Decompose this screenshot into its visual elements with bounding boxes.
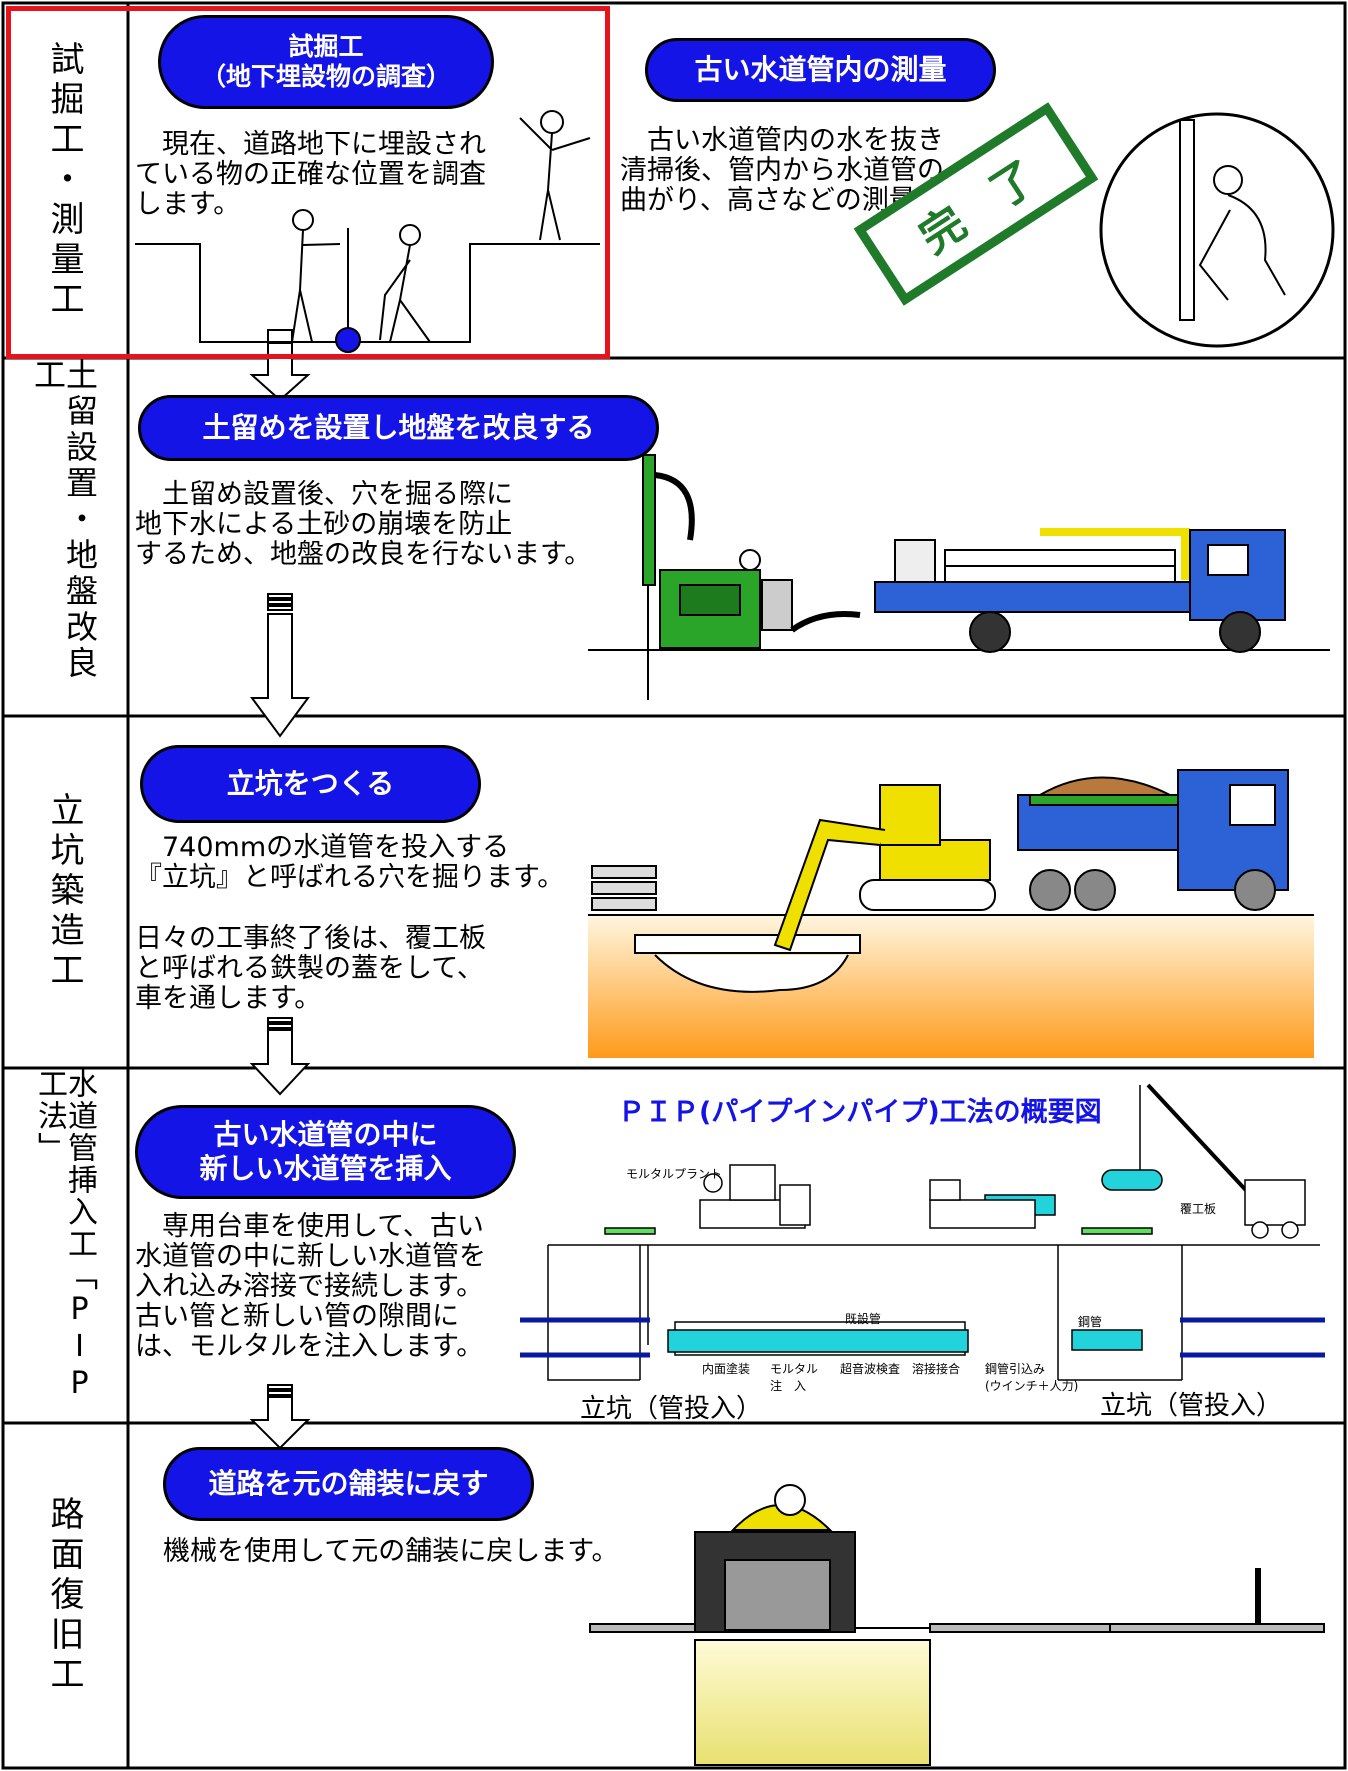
label-mortar-injection: モルタル 注 入	[770, 1362, 819, 1393]
step3-description-2: 日々の工事終了後は、覆工板 と呼ばれる鉄製の蓋をして、 車を通します。	[135, 923, 486, 1014]
step3-description-1: 740mmの水道管を投入する 『立坑』と呼ばれる穴を掘ります。	[135, 832, 565, 893]
label-ultrasonic: 超音波検査	[840, 1362, 901, 1376]
ground-improvement-machine	[588, 454, 1330, 700]
label-existing-pipe: 既設管	[845, 1312, 882, 1326]
step5-description: 機械を使用して元の舗装に戻します。	[163, 1536, 619, 1567]
row-label-pip: 水道管挿入工「PIP工法」	[32, 1068, 97, 1403]
row-label-earth-retaining: 土留設置・地盤改良工	[29, 358, 99, 682]
row-label-road-restoration: 路面復旧工	[44, 1495, 84, 1696]
row-label-trial-survey: 試掘工・測量工	[44, 40, 84, 321]
shaft-excavation-illustration	[588, 769, 1314, 1058]
flow-arrow-4	[249, 1384, 311, 1450]
step4-title-pill: 古い水道管の中に新しい水道管を挿入	[135, 1105, 516, 1199]
shaft-label-left: 立坑（管投入）	[580, 1394, 763, 1424]
step4-title-line1: 古い水道管の中に	[213, 1118, 438, 1152]
row-label-shaft: 立坑築造工	[44, 792, 84, 992]
label-mortar-plant: モルタルプラント	[626, 1167, 723, 1181]
flow-arrow-3	[249, 1017, 311, 1096]
step2-description: 土留め設置後、穴を掘る際に 地下水による土砂の崩壊を防止 するため、地盤の改良を…	[135, 479, 592, 570]
step4-description: 専用台車を使用して、古い 水道管の中に新しい水道管を 入れ込み溶接で接続します。…	[135, 1211, 486, 1362]
shaft-label-right: 立坑（管投入）	[1100, 1391, 1283, 1421]
pipe-survey-illustration	[1099, 112, 1335, 348]
label-steel-pipe: 鋼管	[1078, 1315, 1103, 1329]
step1-title-line1: 試掘工	[288, 32, 364, 61]
step1-description: 現在、道路地下に埋設され ている物の正確な位置を調査 します。	[135, 129, 486, 220]
step1-title-line2: （地下埋設物の調査）	[200, 62, 451, 91]
label-pulling: 鋼管引込み (ウインチ＋人力)	[985, 1362, 1079, 1393]
supply-truck	[874, 528, 1286, 653]
label-welding: 溶接接合	[912, 1362, 961, 1376]
step1b-title-pill: 古い水道管内の測量	[645, 38, 996, 102]
step5-title-pill: 道路を元の舗装に戻す	[163, 1447, 534, 1521]
road-restoration-illustration	[589, 1484, 1325, 1766]
step4-title-line2: 新しい水道管を挿入	[199, 1152, 452, 1185]
pip-method-diagram	[520, 1083, 1325, 1381]
flow-arrow-2	[250, 593, 310, 738]
current-step-highlight	[6, 6, 610, 359]
trial-excavation-illustration	[135, 110, 600, 353]
label-inner-paint: 内面塗装	[702, 1362, 751, 1376]
step1-title-pill: 試掘工（地下埋設物の調査）	[158, 15, 494, 109]
pip-diagram-title: ＰＩＰ(パイプインパイプ)工法の概要図	[618, 1097, 1102, 1128]
label-covering-plate: 覆工板	[1180, 1202, 1217, 1216]
step3-title-pill: 立坑をつくる	[140, 745, 481, 823]
step2-title-pill: 土留めを設置し地盤を改良する	[138, 395, 659, 461]
